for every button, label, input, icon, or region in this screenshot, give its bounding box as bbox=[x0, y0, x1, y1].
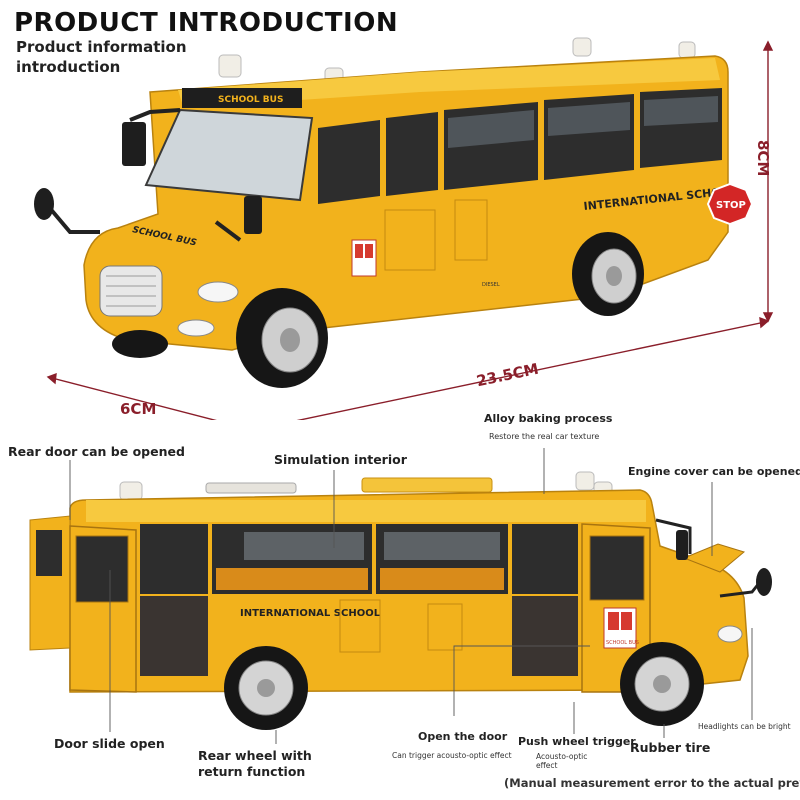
width-dimension-label: 6CM bbox=[120, 400, 157, 418]
interior-label: Simulation interior bbox=[274, 452, 407, 467]
door-slide-label: Door slide open bbox=[54, 736, 165, 751]
push-wheel-sub-label-line2: effect bbox=[536, 761, 558, 770]
open-door-sub-label: Can trigger acousto-optic effect bbox=[392, 751, 512, 760]
windshield bbox=[144, 108, 314, 202]
bus-perspective-illustration: SCHOOL BUS SCHOOL BUS INTERNATIONAL SCHO… bbox=[34, 37, 774, 420]
bus-side-illustration: SCHOOL BUS INTERNATIONAL SCHOOL bbox=[29, 448, 772, 744]
stop-sign-text: STOP bbox=[716, 200, 746, 211]
engine-cover-label: Engine cover can be opened bbox=[628, 465, 800, 478]
headlights-label: Headlights can be bright bbox=[698, 722, 791, 731]
front-sign-text: SCHOOL BUS bbox=[218, 95, 283, 105]
side-view-text: INTERNATIONAL SCHOOL bbox=[240, 608, 381, 619]
front-wheel bbox=[236, 288, 328, 388]
alloy-label: Alloy baking process bbox=[484, 412, 613, 425]
page-title: PRODUCT INTRODUCTION bbox=[14, 8, 399, 38]
dimension-lines bbox=[46, 40, 774, 420]
side-front-wheel bbox=[620, 642, 704, 726]
callout-lines bbox=[69, 448, 753, 744]
door-badge-text: SCHOOL BUS bbox=[606, 640, 639, 646]
rear-wheel-label-line1: Rear wheel with bbox=[198, 748, 312, 763]
footnote: (Manual measurement error to the actual … bbox=[504, 776, 800, 790]
stop-sign bbox=[706, 182, 754, 226]
push-wheel-label: Push wheel trigger bbox=[518, 735, 636, 748]
side-rear-wheel bbox=[224, 646, 308, 730]
open-door-label: Open the door bbox=[418, 730, 508, 743]
front-grille bbox=[99, 265, 163, 317]
height-dimension-label: 8CM bbox=[754, 140, 772, 177]
mirrors bbox=[46, 108, 242, 242]
fuel-text: DIESEL bbox=[482, 282, 500, 288]
headlight-left bbox=[197, 281, 239, 303]
rear-door-label: Rear door can be opened bbox=[8, 444, 185, 459]
rubber-tire-label: Rubber tire bbox=[630, 740, 711, 755]
page-subtitle: Product information introduction bbox=[16, 38, 187, 76]
rear-wheel-label-line2: return function bbox=[198, 764, 306, 779]
push-wheel-sub-label-line1: Acousto-optic bbox=[536, 752, 588, 761]
alloy-sub-label: Restore the real car texture bbox=[489, 432, 600, 441]
side-headlight bbox=[717, 625, 743, 643]
engine-hood bbox=[682, 543, 746, 573]
rear-wheel bbox=[572, 232, 644, 316]
